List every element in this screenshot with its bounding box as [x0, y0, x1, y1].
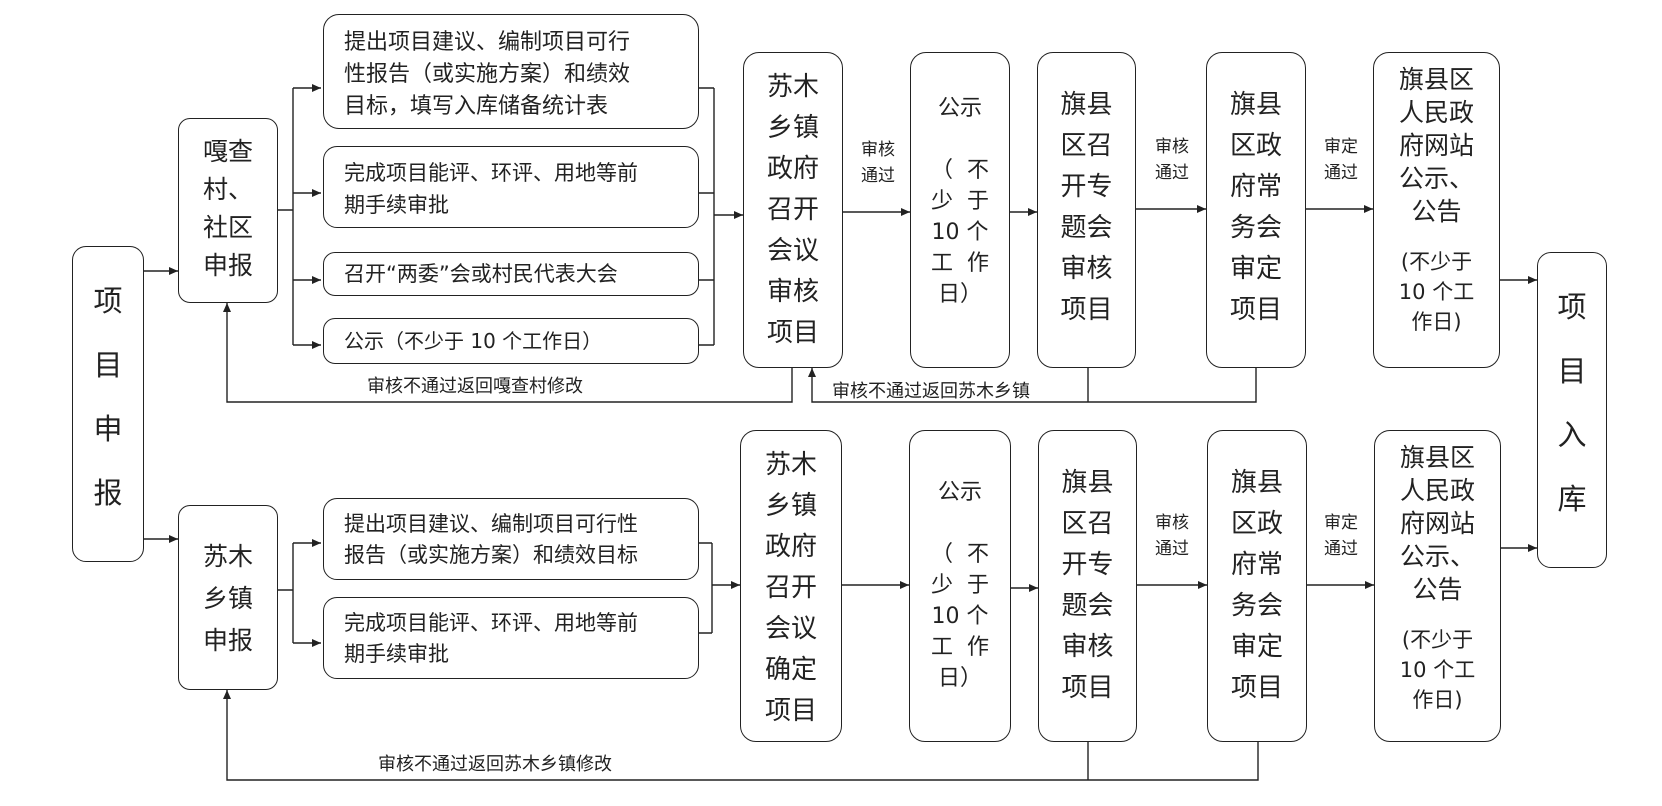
top-website-note: (不少于 10 个工 作日): [1398, 250, 1475, 334]
top-website-title: 旗县区 人民政 府网站 公示、 公告: [1398, 65, 1474, 226]
bottom-county-special-box: 旗县 区召 开专 题会 审核 项目: [1038, 430, 1137, 742]
top-publicity-box: 公示 （ 不 少 于 10 个 工 作 日）: [910, 52, 1010, 368]
project-application-label: 项 目 申 报: [93, 284, 123, 510]
top-county-exec-box: 旗县 区政 府常 务会 审定 项目: [1206, 52, 1306, 368]
top-step-1-box: 提出项目建议、编制项目可行 性报告（或实施方案）和绩效 目标，填写入库储备统计表: [323, 14, 699, 129]
top-approve-pass-label: 审定 通过: [1324, 137, 1358, 183]
bottom-county-exec-box: 旗县 区政 府常 务会 审定 项目: [1207, 430, 1307, 742]
return-bottom-label: 审核不通过返回苏木乡镇修改: [378, 754, 612, 775]
return-to-township-line: [812, 368, 1257, 403]
top-step-4-text: 公示（不少于 10 个工作日）: [344, 329, 603, 353]
bottom-website-note: (不少于 10 个工 作日): [1399, 628, 1476, 712]
top-step-1-text: 提出项目建议、编制项目可行 性报告（或实施方案）和绩效 目标，填写入库储备统计表: [344, 30, 631, 119]
bottom-approve-pass-label: 审定 通过: [1324, 513, 1358, 559]
top-county-exec-label: 旗县 区政 府常 务会 审定 项目: [1229, 90, 1282, 325]
bottom-step-1-box: 提出项目建议、编制项目可行性 报告（或实施方案）和绩效目标: [323, 498, 699, 580]
top-publicity-label: 公示 （ 不 少 于 10 个 工 作 日）: [931, 96, 989, 307]
top-county-special-box: 旗县 区召 开专 题会 审核 项目: [1037, 52, 1136, 368]
top-review-pass-label-2: 审核 通过: [1155, 137, 1189, 183]
top-bracket-in: [699, 87, 743, 346]
top-step-2-box: 完成项目能评、环评、用地等前 期手续审批: [323, 146, 699, 228]
project-application-box: 项 目 申 报: [72, 246, 144, 562]
return-to-village-line: [223, 303, 793, 403]
bottom-township-meeting-label: 苏木 乡镇 政府 召开 会议 确定 项目: [764, 450, 817, 726]
top-step-3-text: 召开“两委”会或村民代表大会: [344, 262, 618, 286]
project-storage-label: 项 目 入 库: [1557, 290, 1587, 516]
bottom-website-box: 旗县区 人民政 府网站 公示、 公告 (不少于 10 个工 作日): [1374, 430, 1501, 742]
bottom-review-pass-label: 审核 通过: [1155, 513, 1189, 559]
top-review-pass-label-1: 审核 通过: [861, 140, 895, 186]
top-township-meeting-label: 苏木 乡镇 政府 召开 会议 审核 项目: [766, 72, 819, 348]
township-source-label: 苏木 乡镇 申报: [202, 542, 253, 655]
bottom-county-special-label: 旗县 区召 开专 题会 审核 项目: [1061, 468, 1114, 703]
project-storage-box: 项 目 入 库: [1537, 252, 1607, 568]
top-website-box: 旗县区 人民政 府网站 公示、 公告 (不少于 10 个工 作日): [1373, 52, 1500, 368]
township-source-box: 苏木 乡镇 申报: [178, 505, 278, 690]
return-to-township-label: 审核不通过返回苏木乡镇: [832, 381, 1030, 402]
top-bracket-out: [278, 88, 294, 345]
top-step-2-text: 完成项目能评、环评、用地等前 期手续审批: [344, 161, 638, 217]
bottom-publicity-box: 公示 （ 不 少 于 10 个 工 作 日）: [909, 430, 1011, 742]
top-county-special-label: 旗县 区召 开专 题会 审核 项目: [1060, 90, 1113, 325]
village-community-box: 嘎查 村、 社区 申报: [178, 118, 278, 303]
bottom-step-2-text: 完成项目能评、环评、用地等前 期手续审批: [344, 611, 638, 666]
top-step-4-box: 公示（不少于 10 个工作日）: [323, 318, 699, 364]
bottom-bracket-out: [278, 543, 294, 643]
bottom-county-exec-label: 旗县 区政 府常 务会 审定 项目: [1230, 468, 1283, 703]
bottom-step-1-text: 提出项目建议、编制项目可行性 报告（或实施方案）和绩效目标: [344, 512, 638, 567]
bottom-publicity-label: 公示 （ 不 少 于 10 个 工 作 日）: [931, 480, 989, 691]
return-to-village-label: 审核不通过返回嘎查村修改: [367, 376, 583, 397]
bottom-step-2-box: 完成项目能评、环评、用地等前 期手续审批: [323, 597, 699, 679]
bottom-website-title: 旗县区 人民政 府网站 公示、 公告: [1399, 443, 1475, 604]
return-bottom-line: [227, 690, 1259, 781]
top-township-meeting-box: 苏木 乡镇 政府 召开 会议 审核 项目: [743, 52, 843, 368]
bottom-bracket-in: [699, 542, 740, 634]
bottom-township-meeting-box: 苏木 乡镇 政府 召开 会议 确定 项目: [740, 430, 842, 742]
village-community-label: 嘎查 村、 社区 申报: [202, 137, 253, 280]
top-step-3-box: 召开“两委”会或村民代表大会: [323, 252, 699, 296]
